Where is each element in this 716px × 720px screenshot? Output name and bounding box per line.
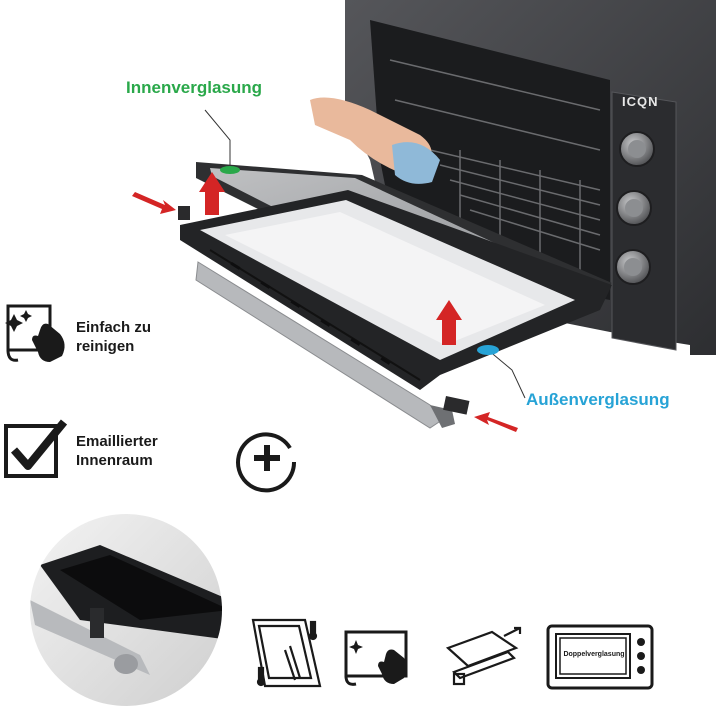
- cleaning-hand-icon: [5, 304, 65, 362]
- clean-glass-icon: [344, 630, 408, 686]
- double-glazing-label: Doppelverglasung: [563, 651, 625, 658]
- feature-easy-clean-line2: reinigen: [76, 338, 135, 355]
- feature-enamel-line1: Emaillierter: [76, 433, 158, 450]
- feature-enamel: Emaillierter Innenraum: [76, 432, 158, 470]
- outer-door-frame: [180, 190, 612, 390]
- door-clips: [178, 206, 470, 415]
- double-glazing-oven-icon: [546, 624, 654, 690]
- brand-logo: ICQN: [622, 94, 659, 109]
- plus-circle-icon: [236, 432, 297, 493]
- feature-easy-clean-line1: Einfach zu: [76, 319, 152, 336]
- control-knobs: [615, 131, 655, 285]
- feature-enamel-line2: Innenraum: [76, 452, 153, 469]
- inner-glass-marker: [204, 109, 240, 174]
- feature-easy-clean: Einfach zu reinigen: [76, 318, 151, 356]
- outer-glass-marker: [477, 345, 526, 399]
- outer-glass-label: Außenverglasung: [526, 390, 670, 409]
- inner-glass-label: Innenverglasung: [126, 78, 263, 97]
- door-detail-circle: [30, 514, 222, 706]
- door-hinge-icon: [445, 626, 522, 686]
- hand-with-cloth: [310, 97, 440, 184]
- checkbox-icon: [4, 419, 68, 478]
- direction-arrows: [132, 172, 518, 432]
- temperature-door-icon: [251, 618, 322, 688]
